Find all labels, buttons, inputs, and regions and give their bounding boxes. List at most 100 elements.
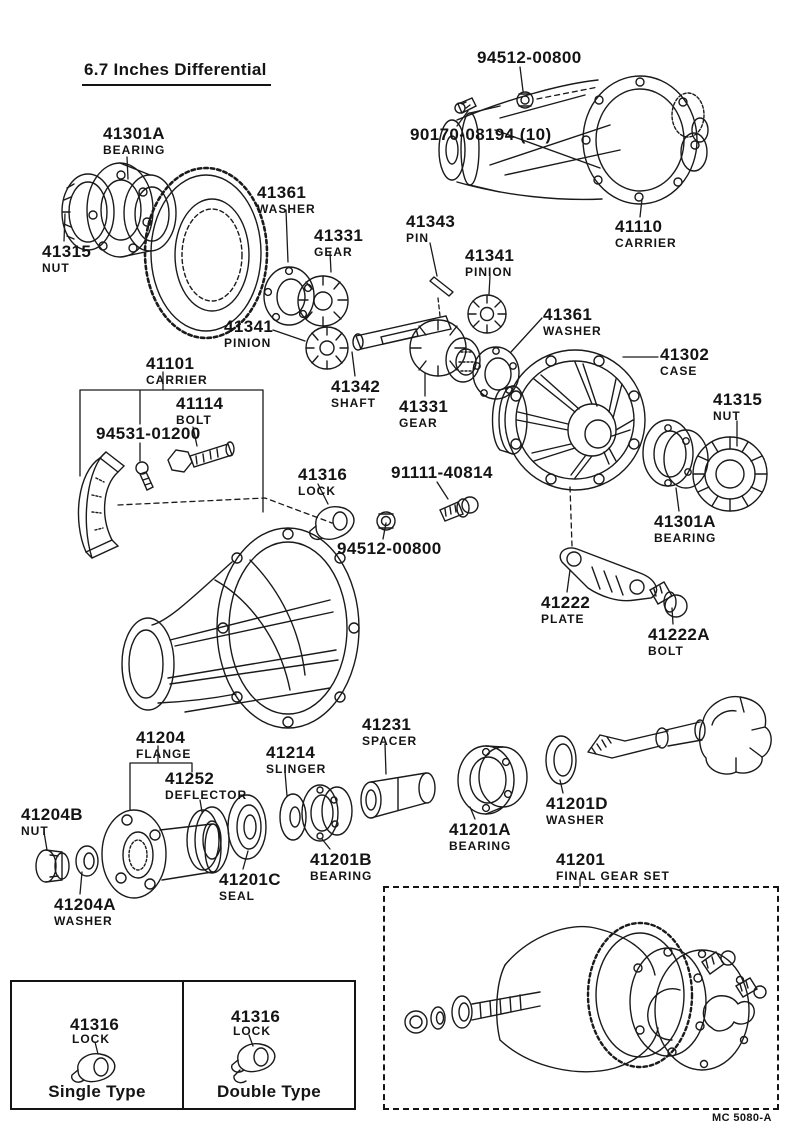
legend-cell-double: 41316 LOCK Double Type [184, 982, 354, 1108]
diff-case-drawing [491, 349, 646, 491]
part-name: NUT [713, 409, 741, 423]
legend-caption-double: Double Type [216, 1082, 322, 1101]
part-number: 41315 [713, 390, 763, 409]
part-label-code-9453101200: 94531-01200 [96, 425, 201, 442]
right-nut-drawing [692, 436, 768, 512]
part-name: LOCK [298, 484, 336, 498]
part-name: CASE [660, 364, 698, 378]
stud-94531-drawing [135, 461, 154, 491]
legend-cell-single: 41316 LOCK Single Type [12, 982, 184, 1108]
part-number: 41342 [331, 377, 381, 396]
part-label-code-901700819410: 90170-08194 (10) [410, 126, 552, 143]
part-name: BOLT [176, 413, 212, 427]
part-name: WASHER [546, 813, 605, 827]
bolt-90170-drawing [454, 97, 477, 114]
part-name: SLINGER [266, 762, 327, 776]
part-number: 41222 [541, 593, 591, 612]
part-name: WASHER [54, 914, 113, 928]
legend-lock-single-drawing [70, 1053, 116, 1083]
part-number: 41201A [449, 820, 511, 839]
side-gear-lower-drawing [409, 319, 481, 383]
drive-pinion-drawing [587, 695, 772, 775]
slinger-41214-drawing [279, 793, 307, 841]
part-number: 41343 [406, 212, 456, 231]
part-number: 94512-00800 [337, 539, 442, 558]
part-number: 41302 [660, 345, 710, 364]
part-number: 41252 [165, 769, 215, 788]
part-number: 41222A [648, 625, 710, 644]
bolt-41222A-drawing [649, 581, 688, 618]
part-number: 41341 [224, 317, 274, 336]
right-bearing-drawing [642, 419, 709, 489]
part-number: 41331 [314, 226, 364, 245]
part-number: 41341 [465, 246, 515, 265]
bolt-91111-drawing [439, 496, 479, 522]
part-name: SEAL [219, 889, 256, 903]
ring-gear-drawing [143, 166, 269, 340]
part-number: 41204 [136, 728, 186, 747]
part-name: BEARING [449, 839, 512, 853]
part-name: GEAR [314, 245, 353, 259]
part-number: 41316 [70, 1015, 120, 1034]
spacer-41231-drawing [360, 772, 436, 819]
part-name: GEAR [399, 416, 438, 430]
part-number: 41204B [21, 805, 83, 824]
part-name: PINION [224, 336, 272, 350]
part-name: FLANGE [136, 747, 192, 761]
part-number: 41361 [543, 305, 593, 324]
flange-41204-drawing [101, 809, 222, 899]
part-name: PINION [465, 265, 513, 279]
part-number: 41316 [231, 1007, 281, 1026]
part-name: BOLT [648, 644, 684, 658]
bearing-41201A-drawing [457, 745, 528, 815]
side-gear-top-drawing [297, 275, 349, 327]
part-number: 94512-00800 [477, 48, 582, 67]
part-number: 41316 [298, 465, 348, 484]
nut-41204B-drawing [35, 849, 70, 883]
bearing-cap-drawing [77, 451, 126, 559]
pinion-shaft-drawing [352, 315, 452, 351]
part-number: 41114 [176, 394, 224, 413]
leader-lines [43, 66, 738, 1055]
part-name: WASHER [543, 324, 602, 338]
part-number: 41301A [103, 124, 165, 143]
part-name: LOCK [233, 1024, 271, 1038]
part-number: 41101 [146, 354, 195, 373]
bearing-41201B-drawing [301, 784, 353, 842]
part-name: CARRIER [146, 373, 208, 387]
lock-type-legend: 41316 LOCK Single Type 41316 LOCK Double… [10, 980, 356, 1110]
part-number: 41231 [362, 715, 412, 734]
part-number: 90170-08194 (10) [410, 125, 552, 144]
part-number: 41315 [42, 242, 92, 261]
part-name: WASHER [257, 202, 316, 216]
bottom-housing-drawing [121, 527, 360, 729]
part-name: BEARING [654, 531, 717, 545]
part-name: PLATE [541, 612, 585, 626]
part-number: 41201B [310, 850, 372, 869]
part-label-code-9111140814: 91111-40814 [391, 464, 493, 481]
part-number: 91111-40814 [391, 463, 493, 482]
legend-lock-double-drawing [230, 1043, 276, 1084]
part-name: SHAFT [331, 396, 376, 410]
